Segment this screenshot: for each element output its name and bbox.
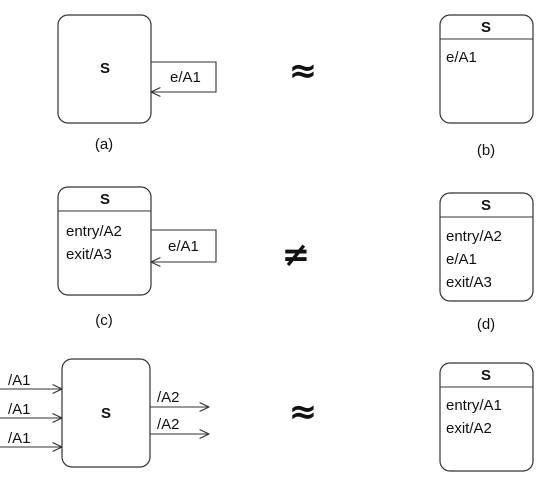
caption-a: (a) [95, 136, 113, 153]
not-equal-symbol: ≠ [282, 235, 311, 275]
state-c-transition-label: e/A1 [168, 238, 199, 255]
state-b-name: S [481, 19, 491, 36]
state-a-name: S [100, 60, 110, 77]
state-f-action-1: entry/A1 [446, 397, 502, 414]
state-d-action-1: entry/A2 [446, 228, 502, 245]
state-c-name: S [100, 191, 110, 208]
state-e-box [61, 358, 151, 468]
caption-c: (c) [95, 312, 113, 329]
state-d: S entry/A2 e/A1 exit/A3 [439, 192, 534, 302]
incoming-transition-label-1: /A1 [8, 372, 31, 389]
approx-symbol-2: ≈ [289, 392, 318, 432]
outgoing-transition-label-2: /A2 [157, 416, 180, 433]
state-c-self-transition-arrow [151, 229, 217, 262]
state-c-box [57, 186, 152, 296]
state-a: S e/A1 [57, 14, 217, 124]
state-f-box [439, 362, 534, 472]
state-b-box [439, 14, 534, 124]
state-c-action-1: entry/A2 [66, 223, 122, 240]
state-e: S /A1 /A1 /A1 /A2 /A2 [0, 358, 209, 468]
state-d-action-3: exit/A3 [446, 274, 492, 291]
state-d-action-2: e/A1 [446, 251, 477, 268]
state-c-action-2: exit/A3 [66, 246, 112, 263]
state-f-name: S [481, 367, 491, 384]
incoming-transition-label-3: /A1 [8, 430, 31, 447]
state-e-name: S [101, 405, 111, 422]
state-d-name: S [481, 197, 491, 214]
state-b-action-1: e/A1 [446, 49, 477, 66]
caption-b: (b) [477, 142, 495, 159]
state-c: S entry/A2 exit/A3 e/A1 [57, 186, 217, 296]
state-f-action-2: exit/A2 [446, 420, 492, 437]
state-d-box [439, 192, 534, 302]
approx-symbol-1: ≈ [289, 51, 318, 91]
incoming-transition-label-2: /A1 [8, 401, 31, 418]
caption-d: (d) [477, 316, 495, 333]
state-a-transition-label: e/A1 [170, 69, 201, 86]
outgoing-transition-label-1: /A2 [157, 389, 180, 406]
state-b: S e/A1 [439, 14, 534, 124]
state-a-box [57, 14, 152, 124]
state-f: S entry/A1 exit/A2 [439, 362, 534, 472]
state-a-self-transition-arrow [151, 61, 217, 92]
